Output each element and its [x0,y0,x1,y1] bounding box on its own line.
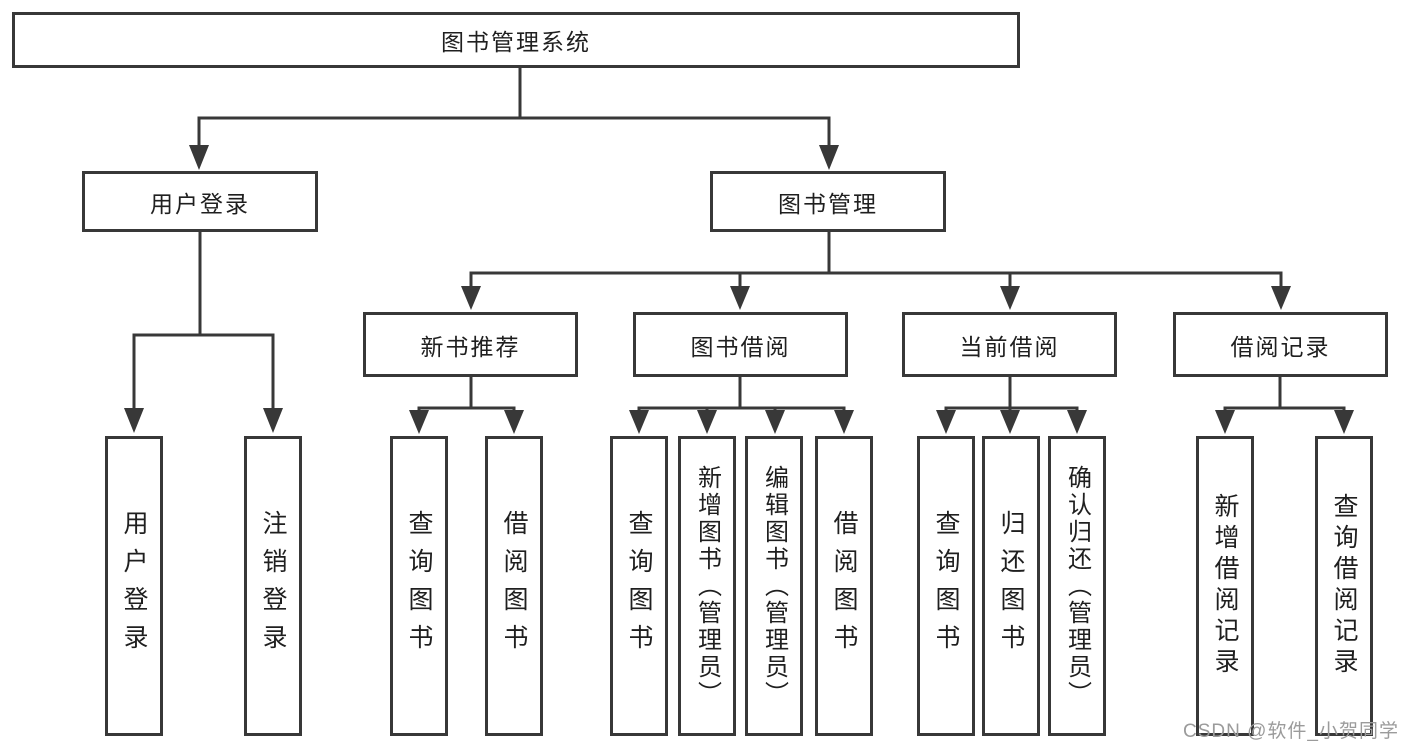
node-leaf-user-login: 用户登录 [105,436,163,736]
node-leaf-borrow-book: 借阅图书 [815,436,873,736]
node-leaf-query-book-recommend: 查询图书 [390,436,448,736]
node-leaf-logout: 注销登录 [244,436,302,736]
node-current-borrow: 当前借阅 [902,312,1117,377]
node-new-book-recommend: 新书推荐 [363,312,578,377]
node-leaf-query-book-current: 查询图书 [917,436,975,736]
node-leaf-query-borrow-record: 查询借阅记录 [1315,436,1373,736]
node-user-login: 用户登录 [82,171,318,232]
node-leaf-borrow-book-recommend: 借阅图书 [485,436,543,736]
node-leaf-confirm-return-admin: 确认归还（管理员） [1048,436,1106,736]
node-book-borrow: 图书借阅 [633,312,848,377]
csdn-watermark: CSDN @软件_小贺同学 [1183,721,1399,742]
node-leaf-add-book-admin: 新增图书（管理员） [678,436,736,736]
node-leaf-return-book: 归还图书 [982,436,1040,736]
node-leaf-add-borrow-record: 新增借阅记录 [1196,436,1254,736]
node-borrow-record: 借阅记录 [1173,312,1388,377]
node-leaf-edit-book-admin: 编辑图书（管理员） [745,436,803,736]
node-leaf-query-book-borrow: 查询图书 [610,436,668,736]
node-book-manage: 图书管理 [710,171,946,232]
node-root: 图书管理系统 [12,12,1020,68]
